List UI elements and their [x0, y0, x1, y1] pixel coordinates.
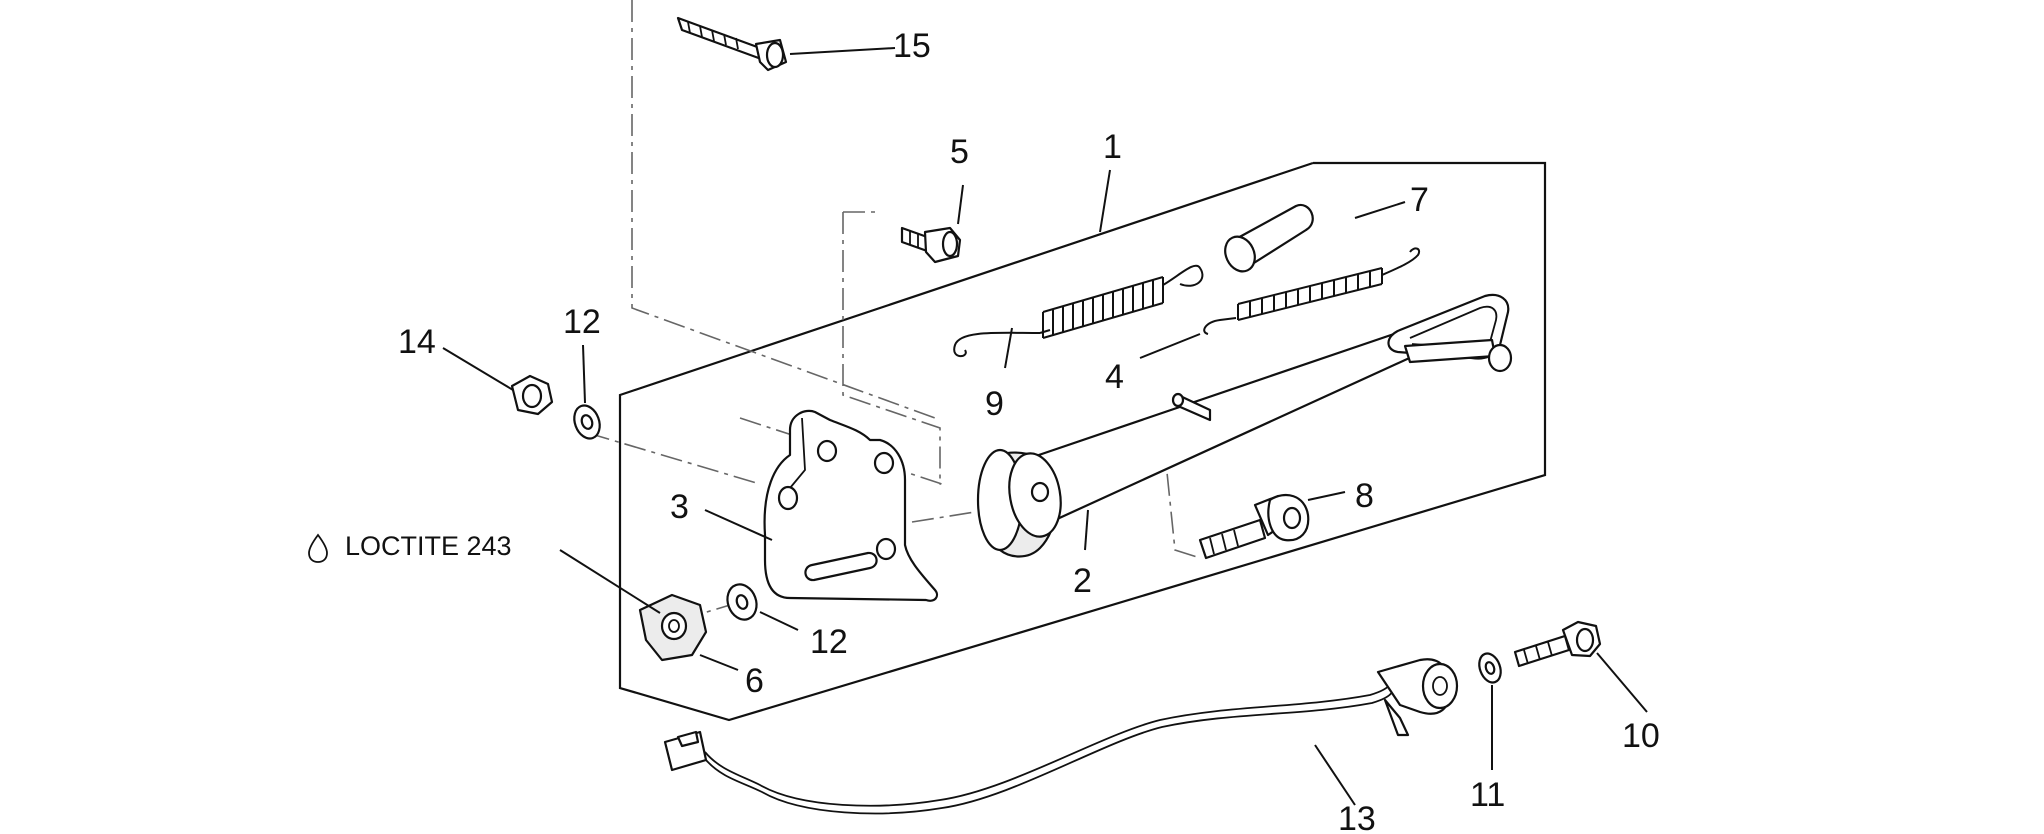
- callout-12-top: 12: [563, 303, 601, 341]
- callout-12-bottom: 12: [810, 623, 848, 661]
- bracket-plate-part-3: [763, 409, 939, 602]
- loctite-drop-icon: [308, 533, 328, 563]
- sleeve-part-7: [1224, 203, 1314, 273]
- washer-part-12-bottom: [726, 583, 758, 621]
- loctite-note: LOCTITE 243: [345, 531, 512, 561]
- callout-11: 11: [1470, 776, 1505, 814]
- nut-part-14: [510, 374, 554, 416]
- sensor-cable-part-13: [663, 658, 1459, 815]
- callout-3: 3: [670, 488, 689, 526]
- spring-part-4: [1203, 247, 1420, 335]
- callout-13: 13: [1338, 800, 1376, 834]
- side-stand-leg-part-2: [976, 293, 1513, 558]
- spring-part-9: [953, 264, 1204, 358]
- leader-lines: [442, 47, 1648, 806]
- callout-2: 2: [1073, 562, 1092, 600]
- washer-part-12-top: [573, 404, 601, 440]
- callout-6: 6: [745, 662, 764, 700]
- spring-4-coils: [1237, 267, 1383, 321]
- callout-10: 10: [1622, 717, 1660, 755]
- callout-1: 1: [1103, 128, 1122, 166]
- bolt-part-15: [676, 16, 788, 72]
- assembly-group-outline: [618, 161, 1547, 722]
- callout-7: 7: [1410, 181, 1429, 219]
- spring-9-coils: [1042, 276, 1164, 339]
- pivot-bolt-part-8: [1198, 493, 1310, 560]
- callout-5: 5: [950, 133, 969, 171]
- callout-4: 4: [1105, 358, 1124, 396]
- bolt-part-10: [1513, 620, 1602, 668]
- callout-15: 15: [893, 27, 931, 65]
- callout-14: 14: [398, 323, 436, 361]
- washer-part-11: [1478, 652, 1502, 684]
- callout-9: 9: [985, 385, 1004, 423]
- nut-part-6: [638, 593, 708, 662]
- bolt-part-5: [900, 226, 962, 264]
- callout-8: 8: [1355, 477, 1374, 515]
